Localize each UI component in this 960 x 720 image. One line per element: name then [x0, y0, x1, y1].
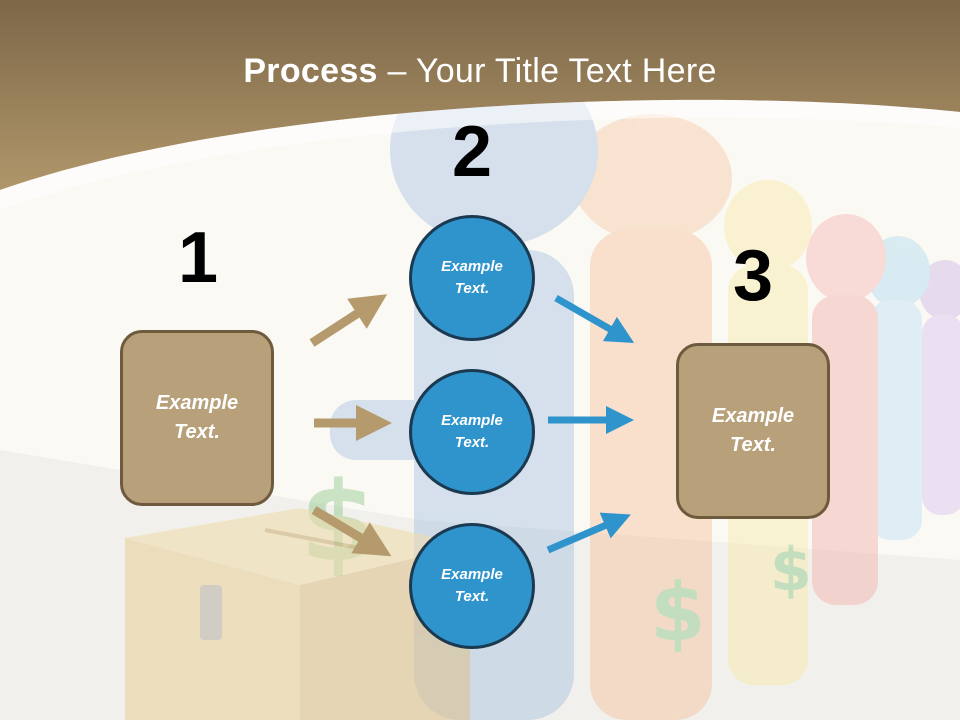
circle-top: Example Text. [409, 215, 535, 341]
arrow-1-to-bottom [311, 506, 392, 557]
svg-text:$: $ [770, 535, 812, 605]
title-rest: – Your Title Text Here [377, 52, 717, 90]
circle-middle: Example Text. [409, 369, 535, 495]
title-bold: Process [243, 52, 378, 90]
svg-text:$: $ [650, 566, 706, 659]
circle-middle-text: Example Text. [441, 411, 503, 452]
step-3-box: Example Text. [676, 343, 830, 519]
circle-bottom: Example Text. [409, 523, 535, 649]
slide-title: Process – Your Title Text Here [0, 52, 960, 91]
step-number-1: 1 [177, 218, 219, 298]
step-number-3: 3 [732, 236, 774, 316]
circle-top-text: Example Text. [441, 257, 503, 298]
arrow-1-to-top [309, 294, 388, 347]
step-1-box: Example Text. [120, 330, 274, 506]
arrow-top-to-3 [554, 294, 635, 343]
step-number-2: 2 [451, 112, 493, 192]
step-1-text: Example Text. [155, 392, 239, 443]
header-band [0, 0, 960, 190]
circle-bottom-text: Example Text. [441, 565, 503, 606]
arrow-bottom-to-3 [546, 512, 631, 554]
step-3-text: Example Text. [711, 405, 795, 456]
